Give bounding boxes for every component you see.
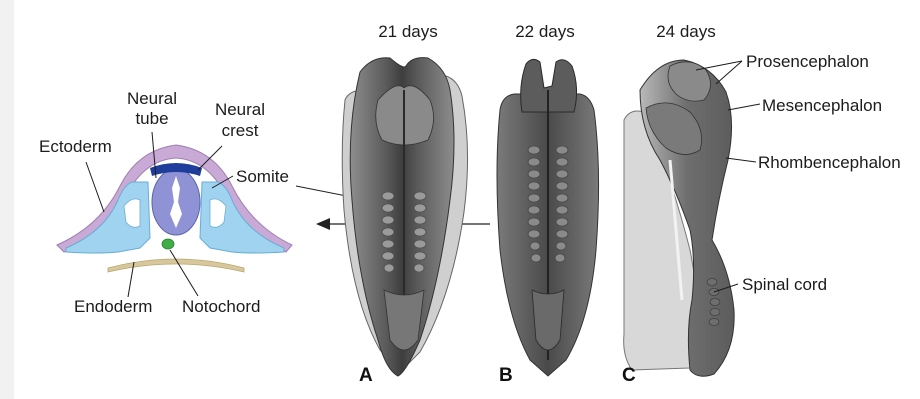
endoderm-label: Endoderm [74, 297, 152, 316]
neural-tube-label-1: Neural [127, 89, 177, 108]
day-label-a: 21 days [378, 22, 438, 41]
cross-section: Neural tube Neural crest Ectoderm Somite… [39, 89, 292, 316]
mesencephalon-label: Mesencephalon [762, 96, 882, 115]
prosencephalon-label: Prosencephalon [746, 52, 869, 71]
neural-tube-label-2: tube [135, 109, 168, 128]
embryo-22-days [497, 59, 599, 376]
somite-label: Somite [236, 167, 289, 186]
day-label-c: 24 days [656, 22, 716, 41]
embryo-24-days [624, 60, 735, 376]
endoderm-layer [108, 259, 244, 272]
notochord-label: Notochord [182, 297, 260, 316]
neural-crest-label-2: crest [222, 121, 259, 140]
panel-letter-c: C [622, 365, 636, 386]
neural-crest-label-1: Neural [215, 100, 265, 119]
rhombencephalon-label: Rhombencephalon [758, 153, 901, 172]
embryo-21-days [342, 58, 467, 376]
day-label-b: 22 days [515, 22, 575, 41]
spinal-cord-label: Spinal cord [742, 275, 827, 294]
panel-letter-a: A [359, 365, 373, 386]
notochord-shape [162, 239, 174, 249]
panel-letter-b: B [499, 365, 513, 386]
ectoderm-label: Ectoderm [39, 137, 112, 156]
